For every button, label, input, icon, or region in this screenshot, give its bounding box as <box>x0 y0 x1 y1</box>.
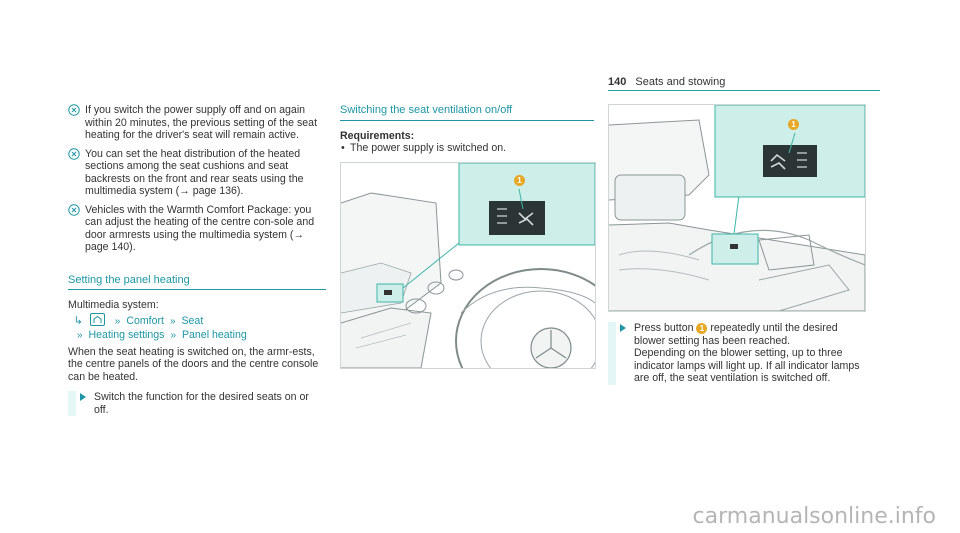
column-left: If you switch the power supply off and o… <box>68 104 326 416</box>
note-text: Vehicles with the Warmth Comfort Package… <box>85 203 315 254</box>
column-middle: Switching the seat ventilation on/off Re… <box>340 104 594 155</box>
note-3: Vehicles with the Warmth Comfort Package… <box>68 204 326 254</box>
path-arrow-icon: » <box>170 330 176 341</box>
page-number: 140 <box>608 76 627 88</box>
home-icon <box>89 312 105 326</box>
section-name: Seats and stowing <box>635 76 726 88</box>
note-text: You can set the heat distribution of the… <box>85 147 304 198</box>
watermark: carmanualsonline.info <box>692 504 936 529</box>
menu-path-row-1: ↳ » Comfort » Seat <box>68 312 326 329</box>
action-step: Switch the function for the desired seat… <box>68 391 326 416</box>
multimedia-label: Multimedia system: <box>68 299 159 311</box>
action-prefix: Press button <box>634 322 694 334</box>
action-detail: Depending on the blower setting, up to t… <box>634 347 860 384</box>
action-rest: repeatedly until the desired blower sett… <box>634 322 838 347</box>
info-icon <box>68 104 80 116</box>
header-rule <box>608 90 880 91</box>
body-text: When the seat heating is switched on, th… <box>68 345 319 383</box>
note-1: If you switch the power supply off and o… <box>68 104 326 142</box>
requirement-item: The power supply is switched on. <box>340 142 594 155</box>
figure-callout-1: 1 <box>788 119 799 130</box>
action-step-press-button: Press button 1 repeatedly until the desi… <box>608 322 866 385</box>
figure-front-seat-ventilation: 1 <box>340 162 596 369</box>
door-panel-illustration <box>609 105 865 311</box>
action-text: Switch the function for the desired seat… <box>94 391 309 416</box>
path-comfort[interactable]: Comfort <box>126 314 164 327</box>
path-panel-heating[interactable]: Panel heating <box>181 329 247 341</box>
section-title-panel-heating: Setting the panel heating <box>68 274 326 290</box>
path-arrow-icon: » <box>169 315 176 327</box>
menu-path-row-2: » Heating settings » Panel heating <box>68 329 326 343</box>
column-right: Press button 1 repeatedly until the desi… <box>608 104 866 385</box>
action-arrow-icon <box>80 393 86 401</box>
page-header: 140 Seats and stowing <box>608 76 725 88</box>
figure-rear-seat-ventilation: 1 <box>608 104 866 312</box>
figure-callout-1: 1 <box>514 175 525 186</box>
info-icon <box>68 147 80 160</box>
interior-illustration <box>341 163 595 368</box>
path-seat[interactable]: Seat <box>181 314 204 327</box>
button-callout-1: 1 <box>696 323 708 334</box>
section-title-ventilation: Switching the seat ventilation on/off <box>340 104 594 121</box>
note-2: You can set the heat distribution of the… <box>68 148 326 198</box>
action-arrow-icon <box>620 324 626 332</box>
path-arrow-icon: » <box>77 330 83 341</box>
info-icon <box>68 203 80 216</box>
note-text: If you switch the power supply off and o… <box>85 104 318 141</box>
path-arrow-icon: » <box>114 315 121 327</box>
requirements-title: Requirements: <box>340 129 415 142</box>
path-heating-settings[interactable]: Heating settings <box>88 329 165 341</box>
return-arrow-icon: ↳ <box>74 314 83 327</box>
